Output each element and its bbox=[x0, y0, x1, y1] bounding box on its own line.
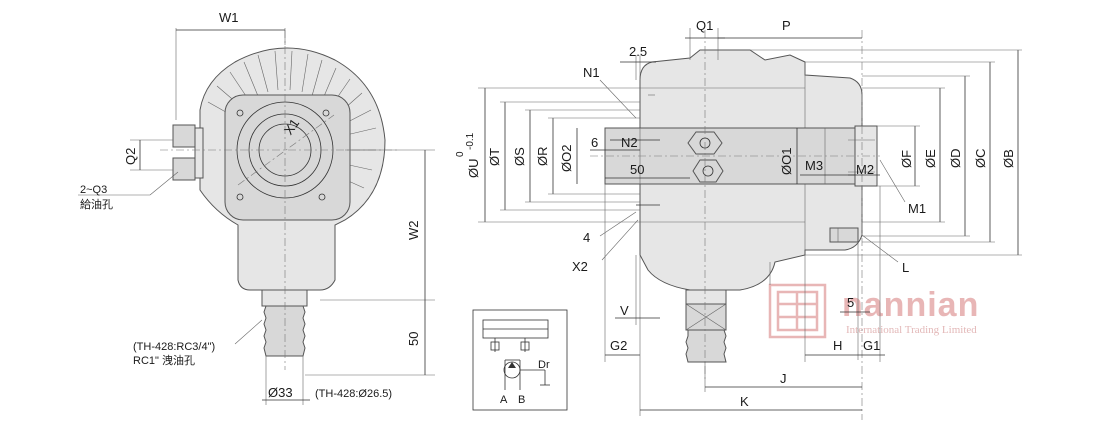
label-l: L bbox=[902, 260, 909, 275]
label-q2: Q2 bbox=[123, 148, 138, 165]
left-diagonal-centerline bbox=[237, 114, 335, 186]
label-n2: N2 bbox=[621, 135, 638, 150]
right-view: Q1 P 2.5 N1 ØU 0 -0.1 ØT ØS ØR ØO2 bbox=[455, 18, 1022, 420]
watermark: nannian International Trading Limited bbox=[768, 283, 979, 339]
label-w2: W2 bbox=[406, 221, 421, 241]
label-t: ØT bbox=[487, 148, 502, 166]
watermark-subtitle: International Trading Limited bbox=[846, 324, 977, 336]
left-drain-neck bbox=[261, 289, 308, 307]
label-drain-note-1: (TH-428:RC3/4") bbox=[133, 341, 215, 353]
label-p: P bbox=[782, 18, 791, 33]
label-drain-note-2: RC1" 洩油孔 bbox=[133, 353, 195, 367]
hydraulic-schematic: Dr A B bbox=[472, 309, 568, 411]
label-a: A bbox=[500, 394, 508, 406]
left-oil-port-top bbox=[172, 124, 196, 148]
label-r: ØR bbox=[535, 147, 550, 167]
label-o1: ØO1 bbox=[779, 148, 794, 175]
label-m1: M1 bbox=[908, 201, 926, 216]
label-k: K bbox=[740, 394, 749, 409]
label-q3-note-cn: 給油孔 bbox=[80, 197, 113, 211]
left-bolt-hole bbox=[318, 193, 326, 201]
label-six: 6 bbox=[591, 135, 598, 150]
right-drain-neck bbox=[685, 289, 727, 305]
label-u-tol-top: 0 bbox=[455, 151, 466, 157]
label-dr: Dr bbox=[538, 359, 550, 371]
label-b-port: B bbox=[518, 394, 525, 406]
label-e: ØE bbox=[923, 149, 938, 168]
right-drain-spout bbox=[685, 329, 727, 363]
right-hex-port-bottom bbox=[692, 159, 724, 183]
label-h: H bbox=[833, 338, 842, 353]
watermark-logo bbox=[768, 283, 827, 339]
left-bolt-hole bbox=[236, 109, 244, 117]
left-port-block bbox=[194, 127, 204, 179]
label-v: V bbox=[620, 303, 629, 318]
label-two-five: 2.5 bbox=[629, 44, 647, 59]
left-oil-port-bottom bbox=[172, 157, 196, 181]
label-b: ØB bbox=[1001, 149, 1016, 168]
right-screw bbox=[829, 227, 859, 243]
left-view: W1 X1 Q2 2~Q3 給油孔 W2 50 (TH-428:RC3/4") … bbox=[78, 10, 435, 405]
label-n1: N1 bbox=[583, 65, 600, 80]
watermark-name: nannian bbox=[842, 286, 979, 324]
label-q3-note: 2~Q3 bbox=[80, 184, 107, 196]
left-bolt-hole bbox=[322, 109, 330, 117]
label-four: 4 bbox=[583, 230, 590, 245]
label-q1: Q1 bbox=[696, 18, 713, 33]
label-fifty-right: 50 bbox=[630, 162, 644, 177]
label-d: ØD bbox=[948, 149, 963, 169]
label-j: J bbox=[780, 371, 787, 386]
label-m3: M3 bbox=[805, 158, 823, 173]
label-g2: G2 bbox=[610, 338, 627, 353]
label-x2: X2 bbox=[572, 259, 588, 274]
left-bolt-hole bbox=[236, 193, 244, 201]
label-o2: ØO2 bbox=[559, 145, 574, 172]
label-dia265: (TH-428:Ø26.5) bbox=[315, 388, 392, 400]
label-c: ØC bbox=[973, 149, 988, 169]
label-f: ØF bbox=[899, 150, 914, 168]
label-fifty-left: 50 bbox=[406, 332, 421, 346]
label-s: ØS bbox=[512, 147, 527, 166]
label-m2: M2 bbox=[856, 162, 874, 177]
label-dia33: Ø33 bbox=[268, 385, 293, 400]
label-u-tol-bot: -0.1 bbox=[465, 132, 476, 150]
label-u: ØU bbox=[466, 159, 481, 179]
label-five: 5 bbox=[847, 295, 854, 310]
label-w1: W1 bbox=[219, 10, 239, 25]
label-g1: G1 bbox=[863, 338, 880, 353]
label-x1: X1 bbox=[281, 116, 302, 138]
left-drain-spout bbox=[263, 305, 306, 357]
